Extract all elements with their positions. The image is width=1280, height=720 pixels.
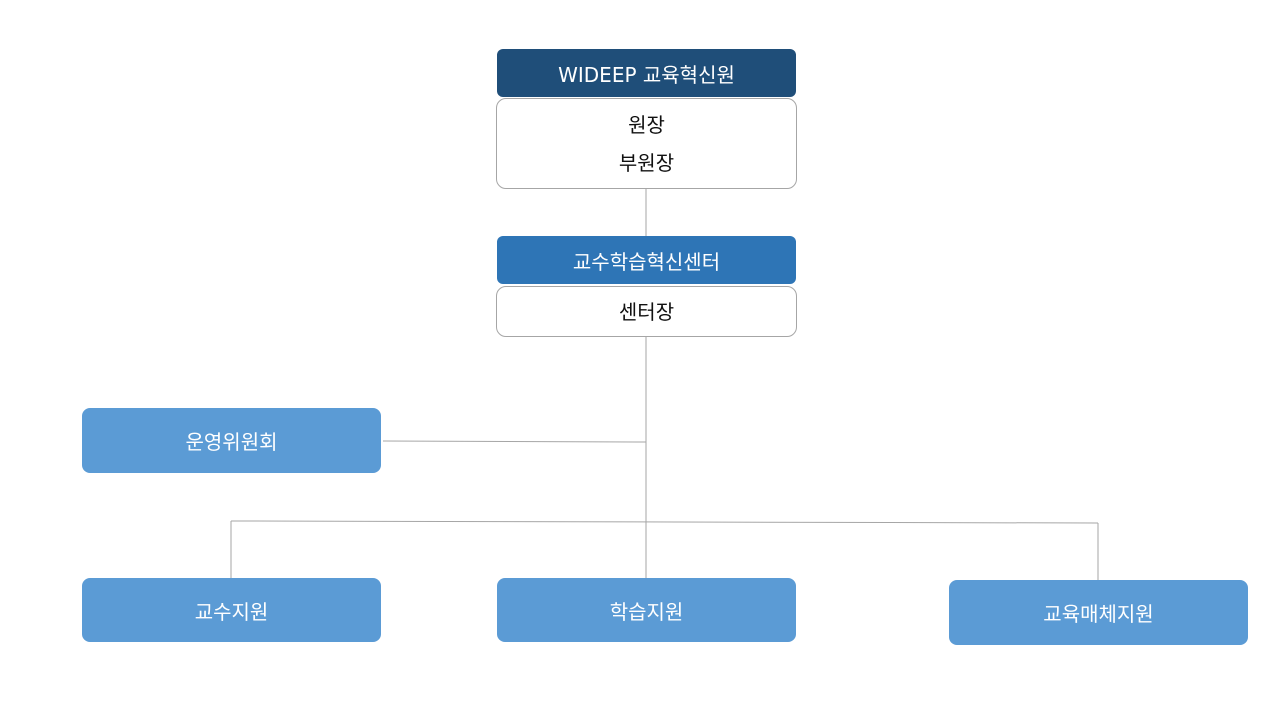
division-box-teaching-support: 교수지원 (82, 578, 381, 642)
center-role-head: 센터장 (618, 299, 675, 324)
connector-divisions-bus (230, 520, 1099, 524)
committee-label: 운영위원회 (185, 430, 278, 454)
committee-box: 운영위원회 (82, 408, 381, 473)
institute-role-director: 원장 (628, 112, 665, 137)
center-role-box: 센터장 (496, 286, 797, 337)
institute-header: WIDEEP 교육혁신원 (497, 49, 796, 97)
division-label: 교수지원 (194, 599, 269, 624)
division-label: 교육매체지원 (1043, 602, 1154, 626)
connector-committee (382, 440, 647, 443)
institute-role-vice-director: 부원장 (618, 150, 675, 175)
institute-title: WIDEEP 교육혁신원 (558, 62, 735, 87)
center-title: 교수학습혁신센터 (572, 249, 721, 274)
division-label: 학습지원 (609, 599, 684, 624)
center-header: 교수학습혁신센터 (497, 236, 796, 284)
division-box-media-support: 교육매체지원 (949, 580, 1248, 645)
division-box-learning-support: 학습지원 (497, 578, 796, 642)
institute-roles-box: 원장 부원장 (496, 98, 797, 189)
